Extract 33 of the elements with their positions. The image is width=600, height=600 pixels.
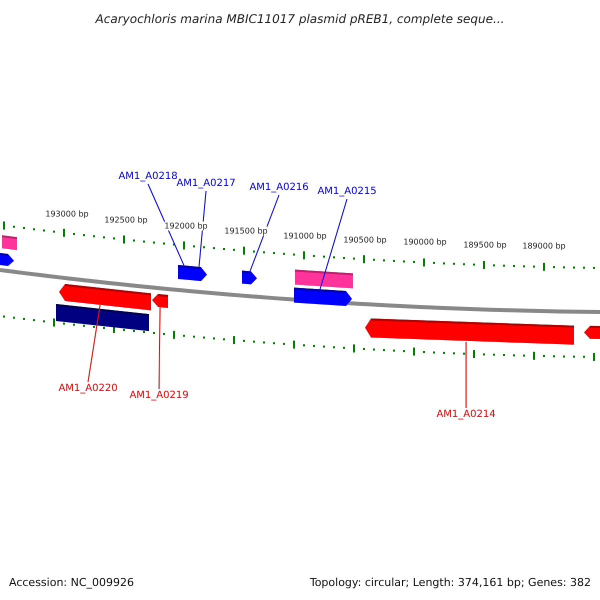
gene-label: AM1_A0214 — [436, 409, 496, 420]
leader-line — [250, 194, 280, 272]
scale-label: 193000 bp — [45, 210, 89, 218]
scale-label: 192000 bp — [164, 222, 208, 230]
gene-bar — [152, 294, 168, 308]
gene-bar — [178, 264, 192, 280]
accession-text: Accession: NC_009926 — [9, 575, 134, 591]
leader-line — [320, 198, 348, 290]
gene-label: AM1_A0217 — [176, 178, 236, 189]
scale-label: 191500 bp — [224, 226, 268, 236]
gene-bar — [0, 253, 14, 266]
scale-label: 189500 bp — [463, 240, 507, 250]
gene-label: AM1_A0220 — [58, 383, 118, 394]
gene-label: AM1_A0216 — [249, 182, 309, 193]
gene-label: AM1_A0219 — [129, 390, 189, 401]
gene-label: AM1_A0215 — [317, 186, 377, 197]
leader-line — [198, 190, 206, 268]
gene-bar — [365, 318, 574, 345]
leader-line — [148, 184, 184, 266]
gene-bar — [190, 266, 207, 282]
scale-label: 189000 bp — [522, 242, 566, 250]
scale-label: 192500 bp — [104, 216, 148, 224]
leader-line — [158, 306, 160, 390]
scale-label: 190000 bp — [403, 238, 447, 246]
scale-label: 191000 bp — [283, 232, 327, 240]
scale-label: 190500 bp — [343, 236, 387, 244]
gene-label: AM1_A0218 — [118, 171, 178, 182]
gene-bar — [242, 270, 257, 284]
leader-line — [88, 304, 100, 382]
title: Acaryochloris marina MBIC11017 plasmid pREB1, complete seque... — [94, 11, 506, 28]
gene-bar — [294, 288, 352, 306]
gene-bar — [584, 326, 600, 339]
summary-text: Topology: circular; Length: 374,161 bp; Genes: 382 — [310, 575, 591, 591]
